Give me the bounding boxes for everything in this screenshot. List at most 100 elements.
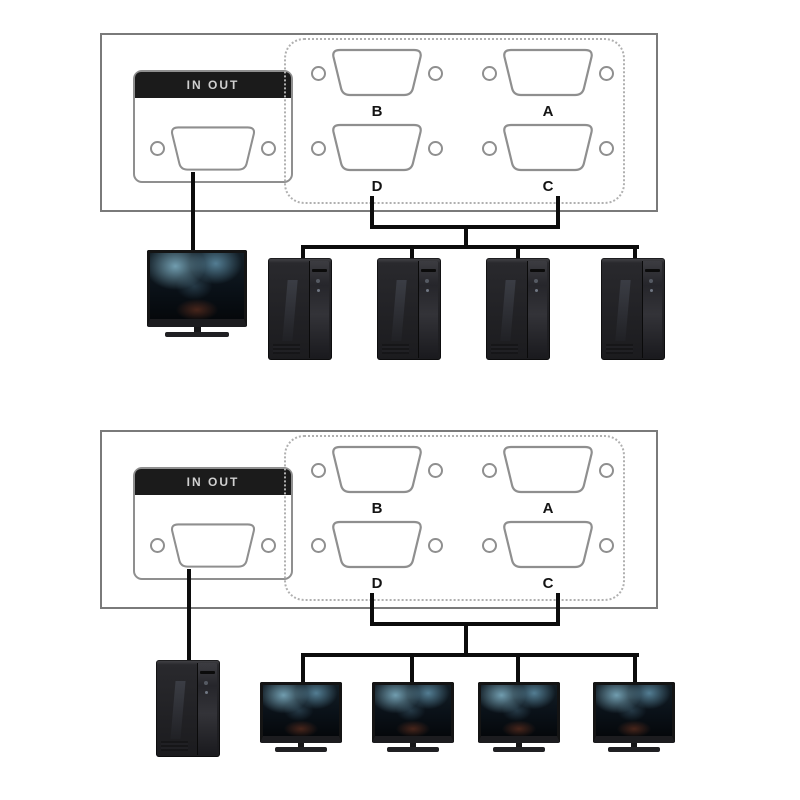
- vga-connector-icon: [503, 445, 593, 494]
- computer-tower-icon: [601, 258, 665, 360]
- tower-front-panel: [196, 663, 217, 755]
- vga-connector: [311, 48, 443, 98]
- monitor-icon: [260, 682, 342, 752]
- screw-hole-icon: [311, 140, 326, 156]
- led: [426, 289, 430, 292]
- tower-shine: [390, 280, 407, 342]
- cable-drop-2: [410, 657, 414, 684]
- cable-drop-1: [301, 249, 305, 262]
- monitor-icon: [593, 682, 675, 752]
- power-button: [204, 681, 209, 685]
- port-label-b: B: [371, 103, 383, 120]
- monitor-stand-base: [275, 747, 327, 752]
- drive-slot: [200, 671, 215, 674]
- tower-shine: [281, 280, 298, 342]
- screw-hole-icon: [311, 462, 326, 478]
- tower-front-panel: [641, 261, 662, 358]
- vga-connector-icon: [170, 522, 256, 568]
- port-label-a: A: [542, 103, 554, 120]
- cable-trunk: [464, 626, 468, 655]
- output-ports-panel: B A D: [284, 435, 625, 601]
- cable-drop-3: [516, 249, 520, 262]
- monitor-stand-base: [387, 747, 439, 752]
- screen-artwork: [147, 250, 247, 327]
- screen-artwork: [478, 682, 560, 743]
- screw-hole-icon: [428, 65, 443, 81]
- tower-vent: [161, 741, 188, 751]
- screw-hole-icon: [428, 140, 443, 156]
- port-label-b: B: [371, 500, 383, 517]
- monitor-icon: [372, 682, 454, 752]
- monitor-stand-base: [608, 747, 660, 752]
- vga-connector-icon: [503, 520, 593, 569]
- port-label-c: C: [542, 575, 554, 592]
- tower-front-panel: [417, 261, 438, 358]
- screw-hole-icon: [599, 65, 614, 81]
- monitor-stand-base: [493, 747, 545, 752]
- cable-bus: [301, 653, 639, 657]
- vga-port-d: D: [311, 123, 443, 194]
- vga-connector: [482, 520, 614, 570]
- screen-artwork: [372, 682, 454, 743]
- vga-port-c: C: [482, 123, 614, 195]
- monitor-stand-neck: [298, 743, 304, 747]
- screw-hole-icon: [261, 538, 276, 553]
- inout-connector-area: [135, 495, 291, 578]
- vga-connector-icon: [503, 48, 593, 97]
- tower-shine: [499, 280, 516, 342]
- output-ports-panel: B A D: [284, 38, 625, 204]
- screw-hole-icon: [428, 462, 443, 478]
- port-label-c: C: [542, 178, 554, 195]
- screw-hole-icon: [599, 462, 614, 478]
- vga-port-a: A: [482, 48, 614, 120]
- screw-hole-icon: [311, 65, 326, 81]
- vga-connector: [482, 123, 614, 173]
- screen-artwork: [593, 682, 675, 743]
- cable-port-d: [370, 196, 374, 229]
- monitor-stand-neck: [631, 743, 637, 747]
- tower-shine: [170, 681, 186, 740]
- tower-vent: [491, 344, 518, 354]
- cable-drop-3: [516, 657, 520, 684]
- vga-connector: [311, 520, 443, 570]
- inout-port-panel: IN OUT: [133, 70, 293, 183]
- drive-slot: [645, 269, 660, 272]
- port-label-a: A: [542, 500, 554, 517]
- screw-hole-icon: [482, 65, 497, 81]
- inout-label: IN OUT: [135, 72, 291, 98]
- led: [317, 289, 321, 292]
- screw-hole-icon: [150, 141, 165, 156]
- cable-bus: [301, 245, 639, 249]
- tower-front-panel: [526, 261, 547, 358]
- tower-vent: [273, 344, 300, 354]
- power-button: [425, 279, 430, 283]
- screw-hole-icon: [599, 537, 614, 553]
- vga-connector-icon: [332, 48, 422, 97]
- vga-port-a: A: [482, 445, 614, 517]
- tower-vent: [382, 344, 409, 354]
- tower-shine: [614, 280, 631, 342]
- cable-port-d: [370, 593, 374, 626]
- drive-slot: [530, 269, 545, 272]
- monitor-stand-neck: [193, 327, 201, 332]
- led: [650, 289, 654, 292]
- cable-port-c: [556, 196, 560, 229]
- led: [205, 691, 209, 694]
- vga-port-c: C: [482, 520, 614, 592]
- port-label-d: D: [371, 575, 383, 592]
- cable-port-c: [556, 593, 560, 626]
- switch-box-1: IN OUT B: [100, 33, 658, 212]
- inout-connector-area: [135, 98, 291, 181]
- led: [535, 289, 539, 292]
- monitor-icon: [147, 250, 247, 337]
- switch-box-2: IN OUT B: [100, 430, 658, 609]
- drive-slot: [421, 269, 436, 272]
- power-button: [534, 279, 539, 283]
- cable-drop-4: [633, 657, 637, 684]
- vga-connector-icon: [170, 125, 256, 171]
- screw-hole-icon: [482, 462, 497, 478]
- cable-inout-to-monitor: [191, 172, 195, 252]
- vga-connector: [150, 521, 276, 571]
- screw-hole-icon: [482, 140, 497, 156]
